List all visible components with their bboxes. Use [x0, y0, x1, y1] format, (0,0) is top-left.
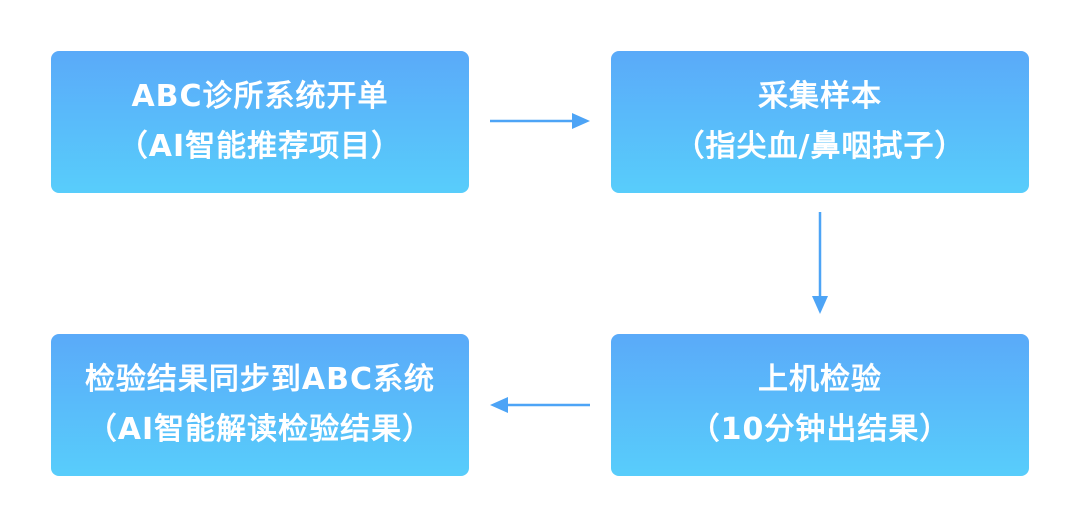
step-subtitle: （10分钟出结果） — [689, 412, 951, 447]
step-subtitle: （AI智能解读检验结果） — [86, 412, 434, 447]
arrow-right-icon — [490, 113, 590, 129]
step-box-create-order: ABC诊所系统开单 （AI智能推荐项目） — [51, 51, 469, 193]
arrow-left-icon — [490, 397, 590, 413]
step-title: 检验结果同步到ABC系统 — [84, 362, 436, 397]
step-title: 采集样本 — [758, 79, 882, 114]
step-box-collect-sample: 采集样本 （指尖血/鼻咽拭子） — [611, 51, 1029, 193]
arrow-down-icon — [812, 212, 828, 314]
step-title: ABC诊所系统开单 — [131, 79, 389, 114]
step-box-sync-results: 检验结果同步到ABC系统 （AI智能解读检验结果） — [51, 334, 469, 476]
step-title: 上机检验 — [758, 362, 882, 397]
step-subtitle: （AI智能推荐项目） — [117, 129, 403, 164]
step-box-machine-test: 上机检验 （10分钟出结果） — [611, 334, 1029, 476]
step-subtitle: （指尖血/鼻咽拭子） — [674, 129, 966, 164]
